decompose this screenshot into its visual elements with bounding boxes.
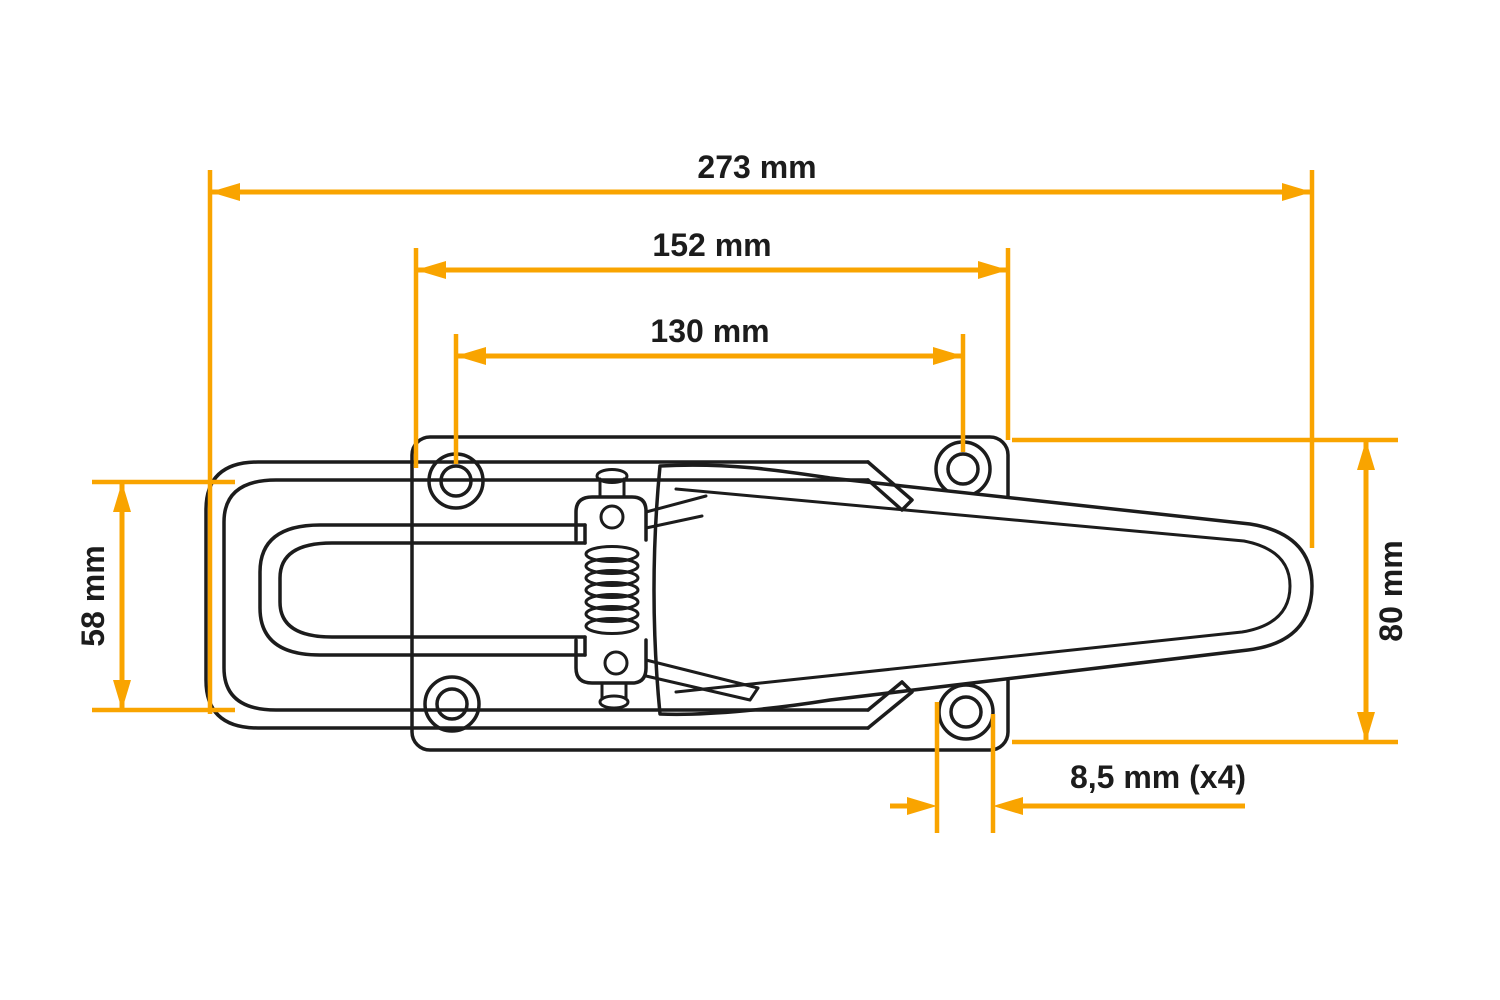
bottom-stud (600, 681, 628, 701)
hole-inner-ring (435, 687, 469, 721)
coil-turn (584, 605, 640, 623)
arrowhead-right (933, 347, 963, 365)
dimension-label-base-height: 80 mm (1373, 540, 1409, 641)
coil-turn (584, 569, 640, 587)
arrowhead-left (416, 261, 446, 279)
dimension-overall-length: 273 mm (207, 149, 1315, 714)
dimension-label-overall-length: 273 mm (697, 149, 816, 185)
dimension-label-base-length: 152 mm (652, 227, 771, 263)
bail-loop (204, 460, 914, 730)
arrowhead-right (1282, 183, 1312, 201)
bottom-pivot-rivet (603, 650, 629, 676)
hole-inner-ring (949, 695, 983, 729)
arrowhead-pointing-right (907, 797, 937, 815)
lever-pivot-link (644, 494, 708, 530)
latch-drawing (204, 435, 1314, 752)
arrowhead-bottom (1357, 712, 1375, 742)
bottom-nut (598, 694, 630, 710)
arrowhead-top (113, 482, 131, 512)
dimension-label-loop-height: 58 mm (75, 545, 111, 646)
coil-turn (584, 617, 640, 635)
dimension-label-hole-spacing: 130 mm (650, 313, 769, 349)
bail-top-hook-bend (866, 460, 914, 512)
adjuster-bolt-stem (598, 477, 626, 499)
spring-coil (584, 545, 640, 635)
coil-turn (584, 557, 640, 575)
bail-outer-wire (204, 460, 870, 730)
spring-bottom-bracket (574, 638, 648, 685)
dimension-label-hole-diameter: 8,5 mm (x4) (1070, 759, 1246, 795)
arrowhead-bottom (113, 680, 131, 710)
dimension-hole-spacing: 130 mm (453, 313, 966, 464)
dimension-hole-diameter: 8,5 mm (x4) (890, 702, 1246, 833)
catch-keeper (258, 523, 587, 657)
keeper-outer-edge (258, 523, 587, 657)
spring-mechanism (574, 468, 760, 710)
spring-top-cap (574, 495, 648, 542)
dimension-base-height: 80 mm (1012, 437, 1409, 745)
adjuster-bolt-head (595, 468, 629, 484)
arrowhead-pointing-left (993, 797, 1023, 815)
top-pivot-rivet (599, 504, 625, 530)
keeper-inner-edge (278, 541, 587, 639)
dimension-loop-height: 58 mm (75, 479, 235, 713)
arrowhead-right (978, 261, 1008, 279)
hole-inner-ring (946, 452, 980, 486)
dimension-base-length: 152 mm (413, 227, 1011, 468)
lever-outer-edge (652, 463, 1314, 717)
lever-inner-edge (674, 487, 1292, 694)
arrowhead-left (210, 183, 240, 201)
hole-outer-ring (423, 675, 481, 733)
coil-turn (584, 581, 640, 599)
latch-lever (652, 463, 1314, 717)
coil-turn (584, 545, 640, 563)
arrowhead-left (456, 347, 486, 365)
bail-inner-wire (222, 478, 870, 712)
coil-turn (584, 593, 640, 611)
trigger-claw (644, 658, 760, 702)
bail-bottom-hook-bend (866, 680, 914, 730)
arrowhead-top (1357, 440, 1375, 470)
screw-hole-bottom-left (423, 675, 481, 733)
